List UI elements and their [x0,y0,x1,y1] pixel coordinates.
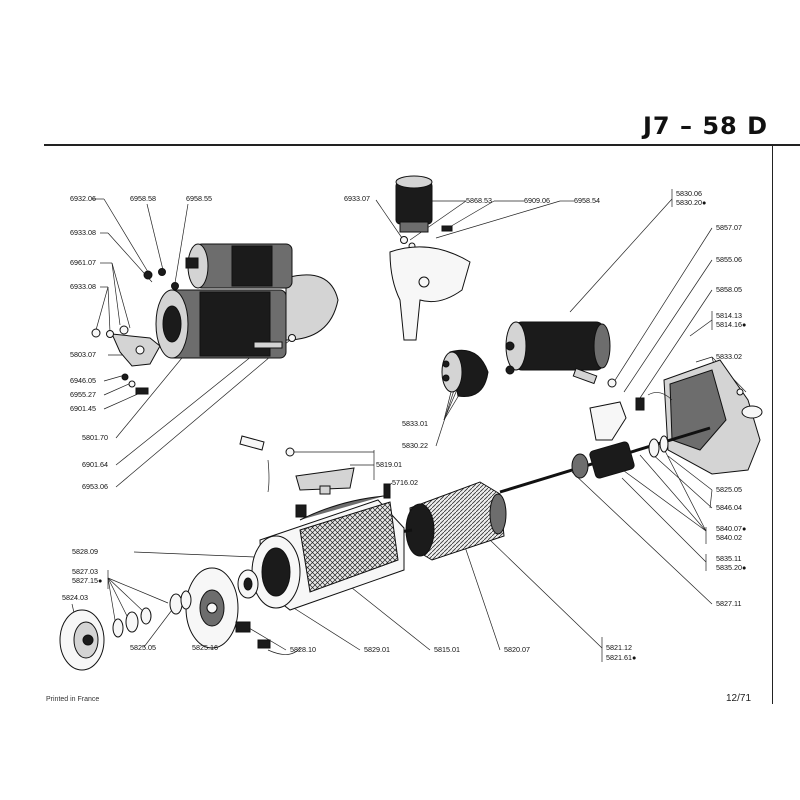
part-label-5815-01: 5815.01 [434,645,460,654]
part-label-5821-12: 5821.12 [606,643,632,652]
commutator-end-plate [185,567,301,655]
part-label-5855-06: 5855.06 [716,255,742,264]
part-label-5840-07: 5840.07● [716,524,747,533]
part-label-6933-08-upper: 6933.08 [70,228,96,237]
part-label-5835-11: 5835.11 [716,554,742,563]
part-label-5840-02: 5840.02 [716,533,742,542]
part-label-5827-15: 5827.15● [72,576,103,585]
part-label-5868-53: 5868.53 [466,196,492,205]
part-label-6909-06: 6909.06 [524,196,550,205]
part-label-6958-54: 6958.54 [574,196,600,205]
drive-end-housing [589,359,763,475]
part-label-5820-07: 5820.07 [504,645,530,654]
part-label-5830-20: 5830.20● [676,198,707,207]
part-label-5828-10: 5828.10 [290,645,316,654]
end-cap-and-washers [59,590,192,671]
part-label-6958-55: 6958.55 [186,194,212,203]
part-label-5858-05: 5858.05 [716,285,742,294]
part-label-6961-07: 6961.07 [70,258,96,267]
starter-motor-assembly [91,243,339,395]
solenoid-switch-assembly [389,175,471,341]
part-label-6946-05: 6946.05 [70,376,96,385]
part-label-6958-58: 6958.58 [130,194,156,203]
part-label-5833-02: 5833.02 [716,352,742,361]
part-label-5827-11: 5827.11 [716,599,742,608]
page-title: J7 – 58 D [642,112,768,140]
part-label-5716-02: 5716.02 [392,478,418,487]
part-label-5828-09: 5828.09 [72,547,98,556]
part-label-5819-01: 5819.01 [376,460,402,469]
part-label-5829-01: 5829.01 [364,645,390,654]
part-label-6955-27: 6955.27 [70,390,96,399]
armature [399,481,507,561]
part-label-6901-45: 6901.45 [70,404,96,413]
part-label-5830-22: 5830.22 [402,441,428,450]
part-label-5833-01: 5833.01 [402,419,428,428]
part-label-5801-70: 5801.70 [82,433,108,442]
part-label-6932-06: 6932.06 [70,194,96,203]
part-label-5825-05-left: 5825.05 [130,643,156,652]
part-label-5857-07: 5857.07 [716,223,742,232]
frame-right-rule [772,144,773,704]
part-label-5827-03: 5827.03 [72,567,98,576]
part-label-6933-08-lower: 6933.08 [70,282,96,291]
part-label-6953-06: 6953.06 [82,482,108,491]
frame-top-rule [44,144,800,146]
part-label-5846-04: 5846.04 [716,503,742,512]
part-label-5803-07: 5803.07 [70,350,96,359]
part-label-6901-64: 6901.64 [82,460,108,469]
part-label-5835-20: 5835.20● [716,563,747,572]
part-label-5830-06: 5830.06 [676,189,702,198]
part-label-5814-13: 5814.13 [716,311,742,320]
part-label-5814-16: 5814.16● [716,320,747,329]
field-coil-housing [239,435,405,611]
part-label-5825-05-right: 5825.05 [716,485,742,494]
part-label-5824-03: 5824.03 [62,593,88,602]
part-label-5825-16: 5825.16 [192,643,218,652]
pinion-shaft-assembly [499,426,711,494]
part-label-6933-07: 6933.07 [344,194,370,203]
printed-in-note: Printed in France [46,696,100,703]
part-label-5821-61: 5821.61● [606,653,637,662]
solenoid-bodies [441,321,617,397]
page-number: 12/71 [726,693,752,704]
